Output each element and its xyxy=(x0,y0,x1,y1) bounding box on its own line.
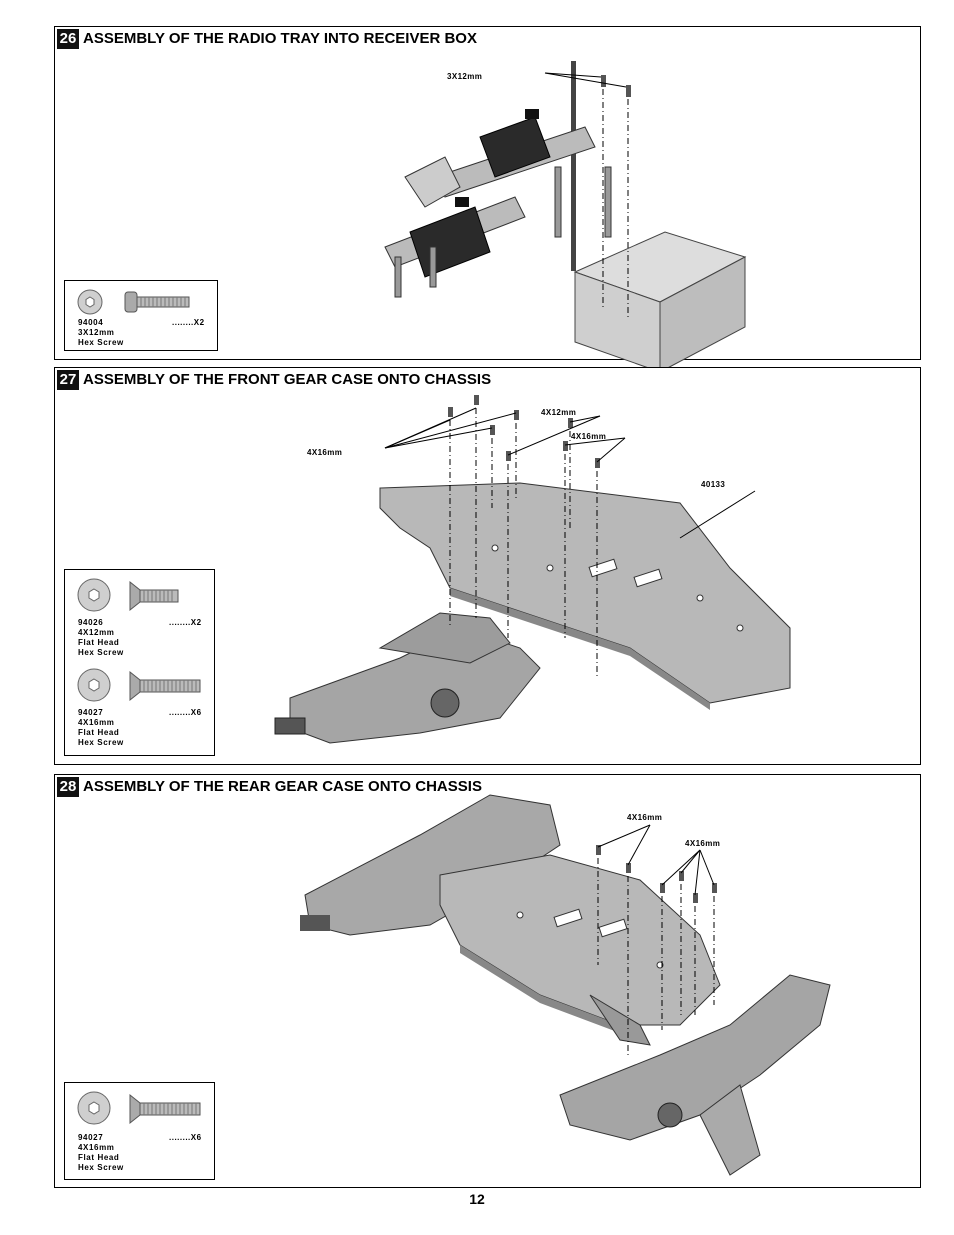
part-number: 94004 xyxy=(78,318,104,327)
flat-head-screw-icon xyxy=(129,670,201,702)
step-title: ASSEMBLY OF THE REAR GEAR CASE ONTO CHAS… xyxy=(83,778,482,795)
parts-box: 94004 3X12mm Hex Screw ........X2 xyxy=(64,280,218,351)
front-chassis-illustration xyxy=(274,395,791,744)
washer-icon xyxy=(77,1091,111,1125)
screw-size-label: 3X12mm xyxy=(447,72,483,81)
parts-box: 94026 4X12mm Flat Head Hex Screw .......… xyxy=(64,569,215,756)
part-description: Flat Head xyxy=(78,638,120,647)
flat-head-screw-icon xyxy=(129,1093,201,1125)
part-quantity: ........X2 xyxy=(172,318,205,327)
step-title: ASSEMBLY OF THE RADIO TRAY INTO RECEIVER… xyxy=(83,30,477,47)
step-number: 26 xyxy=(57,29,79,49)
part-quantity: ........X6 xyxy=(169,1133,202,1142)
page-number: 12 xyxy=(469,1191,485,1207)
screw-size-label: 4X12mm xyxy=(541,408,577,417)
step-number: 28 xyxy=(57,777,79,797)
part-info: 94027 4X16mm Flat Head Hex Screw xyxy=(78,708,124,748)
screw-size-label: 4X16mm xyxy=(571,432,607,441)
part-description: Flat Head xyxy=(78,1153,120,1162)
washer-icon xyxy=(77,578,111,612)
part-size: 4X16mm xyxy=(78,1143,115,1152)
part-info: 94026 4X12mm Flat Head Hex Screw xyxy=(78,618,124,658)
part-number: 94027 xyxy=(78,708,104,717)
flat-head-screw-icon xyxy=(129,580,179,612)
part-info: 94027 4X16mm Flat Head Hex Screw xyxy=(78,1133,124,1173)
part-description: Hex Screw xyxy=(78,738,124,747)
washer-icon xyxy=(77,668,111,702)
step-title: ASSEMBLY OF THE FRONT GEAR CASE ONTO CHA… xyxy=(83,371,492,388)
hex-screw-icon xyxy=(124,291,190,313)
part-size: 4X12mm xyxy=(78,628,115,637)
part-description: Hex Screw xyxy=(78,1163,124,1172)
screw-size-label: 4X16mm xyxy=(307,448,343,457)
part-number-label: 40133 xyxy=(701,480,726,489)
part-quantity: ........X2 xyxy=(169,618,202,627)
part-size: 4X16mm xyxy=(78,718,115,727)
part-number: 94026 xyxy=(78,618,104,627)
screw-size-label: 4X16mm xyxy=(685,839,721,848)
part-number: 94027 xyxy=(78,1133,104,1142)
step-number: 27 xyxy=(57,370,79,390)
part-description: Flat Head xyxy=(78,728,120,737)
radio-tray-illustration xyxy=(384,61,747,373)
part-size: 3X12mm xyxy=(78,328,115,337)
step-26-panel: 26 ASSEMBLY OF THE RADIO TRAY INTO RECEI… xyxy=(54,26,921,373)
part-info: 94004 3X12mm Hex Screw xyxy=(78,318,124,348)
rear-chassis-illustration xyxy=(300,794,831,1176)
screw-size-label: 4X16mm xyxy=(627,813,663,822)
parts-box: 94027 4X16mm Flat Head Hex Screw .......… xyxy=(64,1082,215,1180)
step-28-panel: 28 ASSEMBLY OF THE REAR GEAR CASE ONTO C… xyxy=(54,774,921,1188)
part-description: Hex Screw xyxy=(78,338,124,347)
part-description: Hex Screw xyxy=(78,648,124,657)
step-27-panel: 27 ASSEMBLY OF THE FRONT GEAR CASE ONTO … xyxy=(54,367,921,765)
part-quantity: ........X6 xyxy=(169,708,202,717)
washer-icon xyxy=(77,289,103,315)
